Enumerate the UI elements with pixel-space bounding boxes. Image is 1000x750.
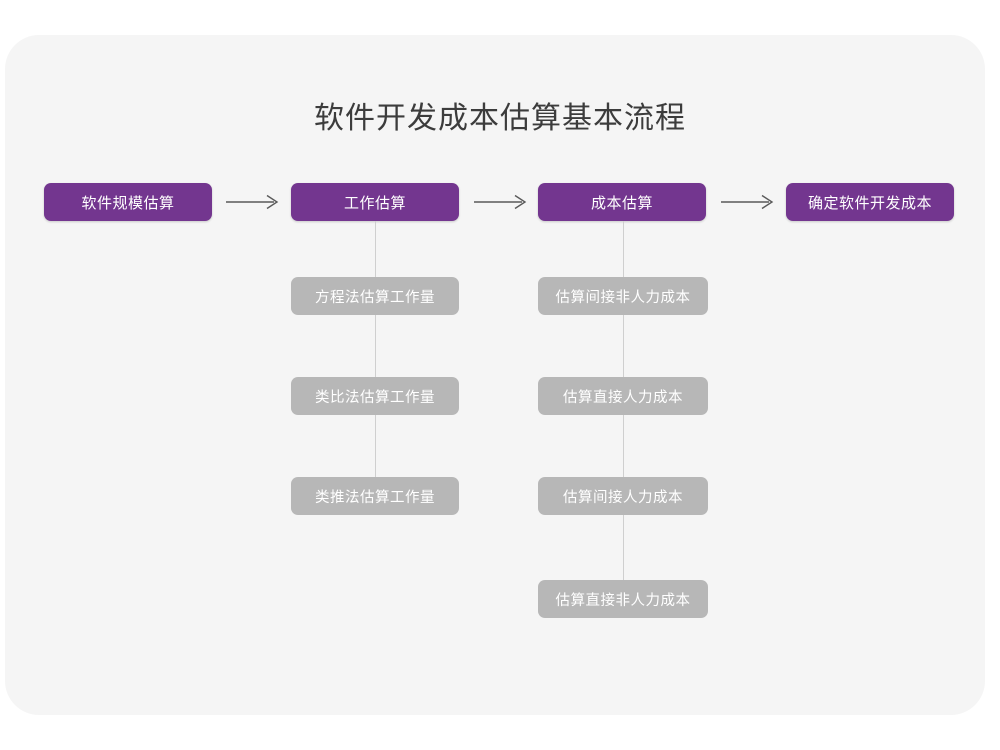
stage-node-final[interactable]: 确定软件开发成本	[786, 183, 954, 221]
connector-line-effort	[375, 221, 376, 479]
substep-node-cost-2[interactable]: 估算间接人力成本	[538, 477, 708, 515]
stage-node-effort[interactable]: 工作估算	[291, 183, 459, 221]
substep-node-cost-3[interactable]: 估算直接非人力成本	[538, 580, 708, 618]
stage-node-scale[interactable]: 软件规模估算	[44, 183, 212, 221]
page-title: 软件开发成本估算基本流程	[314, 102, 686, 135]
stage-node-cost[interactable]: 成本估算	[538, 183, 706, 221]
arrow-right-icon-1	[224, 193, 284, 211]
arrow-right-icon-3	[719, 193, 779, 211]
substep-node-cost-1[interactable]: 估算直接人力成本	[538, 377, 708, 415]
substep-node-effort-0[interactable]: 方程法估算工作量	[291, 277, 459, 315]
substep-node-effort-2[interactable]: 类推法估算工作量	[291, 477, 459, 515]
substep-node-effort-1[interactable]: 类比法估算工作量	[291, 377, 459, 415]
slide-card	[5, 35, 985, 715]
arrow-right-icon-2	[472, 193, 532, 211]
substep-node-cost-0[interactable]: 估算间接非人力成本	[538, 277, 708, 315]
